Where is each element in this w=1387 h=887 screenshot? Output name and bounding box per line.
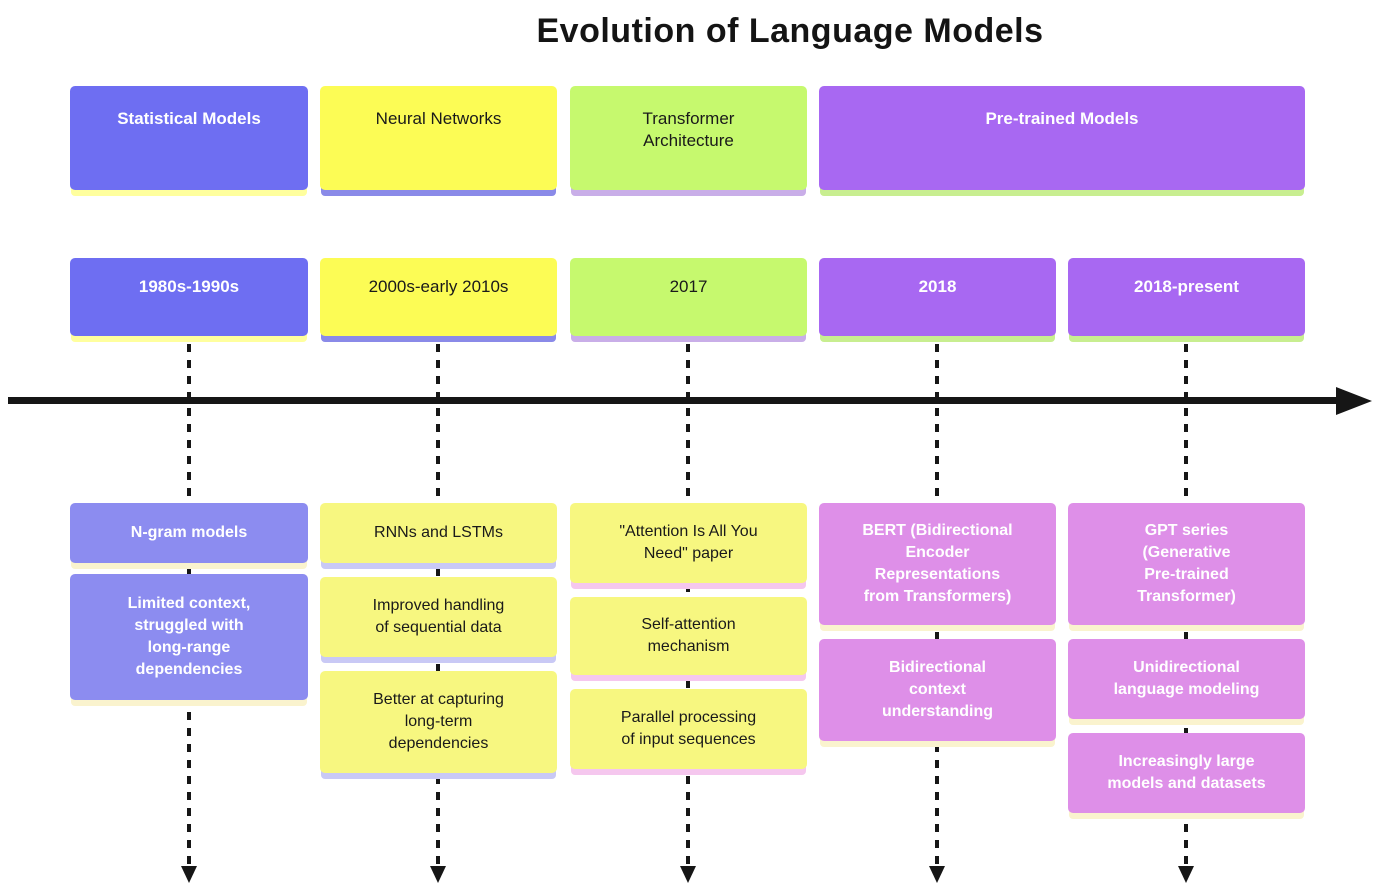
period-box-1980s-1990s: 1980s-1990s — [70, 258, 308, 336]
section-header-statistical-models: Statistical Models — [70, 86, 308, 190]
timeline-axis — [8, 397, 1338, 404]
timeline-axis-arrowhead-icon — [1336, 387, 1372, 415]
event-box-sequential-data: Improved handling of sequential data — [320, 577, 557, 657]
event-box-longterm-dependencies: Better at capturing long-term dependenci… — [320, 671, 557, 773]
connector-arrowhead-icon — [181, 866, 197, 883]
diagram-title: Evolution of Language Models — [536, 12, 1044, 50]
event-box-bidirectional-context: Bidirectional context understanding — [819, 639, 1056, 741]
event-box-large-models-datasets: Increasingly large models and datasets — [1068, 733, 1305, 813]
section-header-neural-networks: Neural Networks — [320, 86, 557, 190]
event-box-parallel-processing: Parallel processing of input sequences — [570, 689, 807, 769]
section-header-transformer-architecture: Transformer Architecture — [570, 86, 807, 190]
event-box-bert: BERT (Bidirectional Encoder Representati… — [819, 503, 1056, 625]
event-box-ngram-models: N-gram models — [70, 503, 308, 563]
period-box-2017: 2017 — [570, 258, 807, 336]
event-box-gpt-series: GPT series (Generative Pre-trained Trans… — [1068, 503, 1305, 625]
connector-arrowhead-icon — [430, 866, 446, 883]
event-box-self-attention: Self-attention mechanism — [570, 597, 807, 675]
period-box-2000s-early-2010s: 2000s-early 2010s — [320, 258, 557, 336]
event-box-rnns-lstms: RNNs and LSTMs — [320, 503, 557, 563]
event-box-unidirectional-lm: Unidirectional language modeling — [1068, 639, 1305, 719]
connector-arrowhead-icon — [929, 866, 945, 883]
period-box-2018-present: 2018-present — [1068, 258, 1305, 336]
event-box-attention-paper: "Attention Is All You Need" paper — [570, 503, 807, 583]
period-box-2018: 2018 — [819, 258, 1056, 336]
event-box-limited-context: Limited context, struggled with long-ran… — [70, 574, 308, 700]
section-header-pretrained-models: Pre-trained Models — [819, 86, 1305, 190]
connector-arrowhead-icon — [1178, 866, 1194, 883]
connector-arrowhead-icon — [680, 866, 696, 883]
